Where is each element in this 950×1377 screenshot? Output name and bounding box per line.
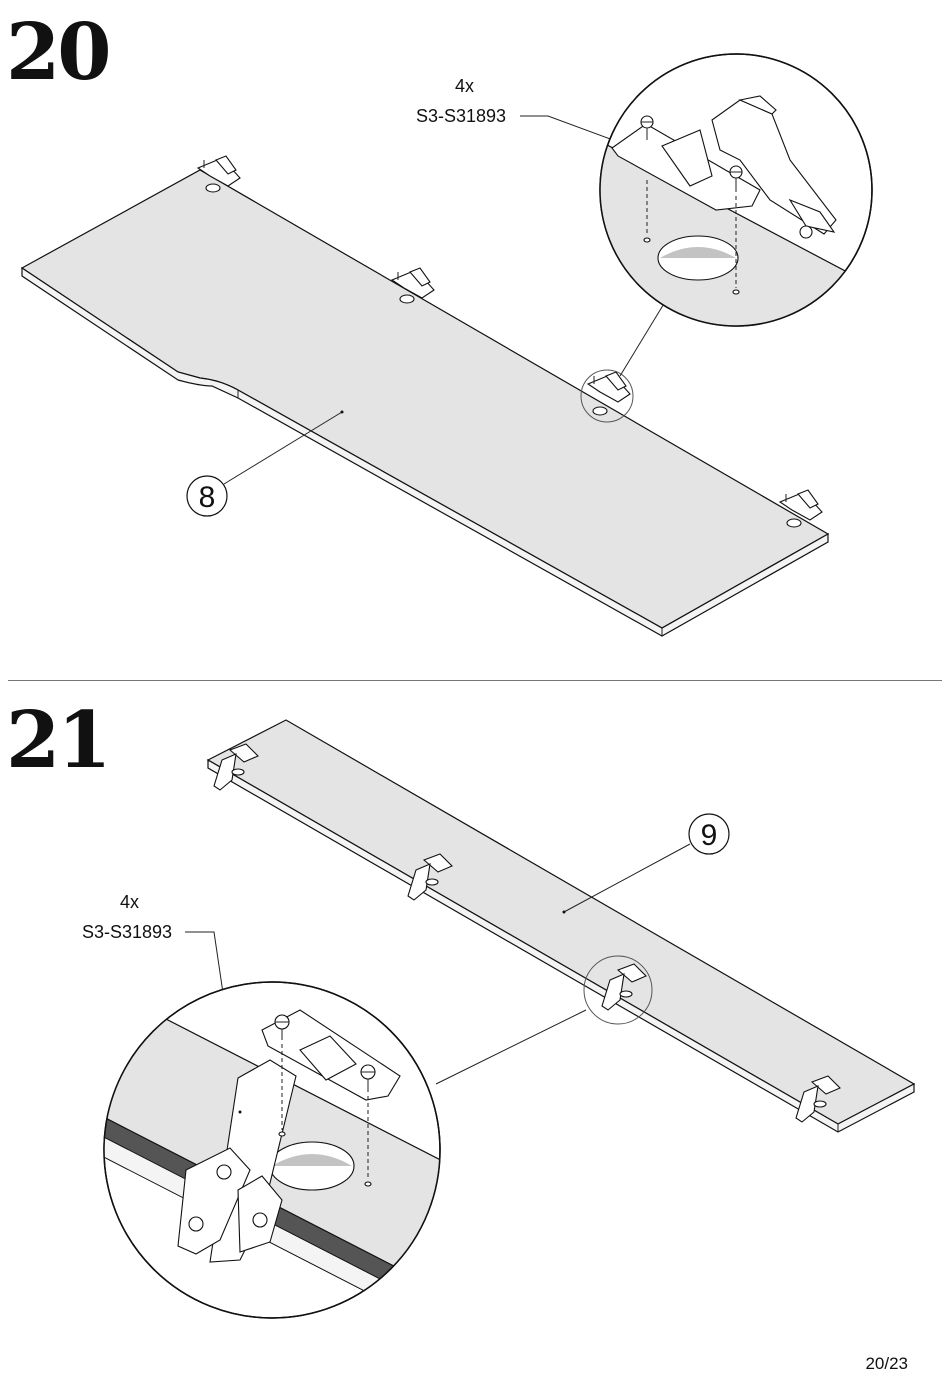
step-21-zoom-connector [436,1010,586,1084]
step-20-detail-zoom [560,54,900,400]
step-20-callout-number: 8 [199,481,216,514]
step-21-detail-zoom [90,980,460,1340]
step-20-zoom-connector [620,302,665,376]
step-21-callout-number: 9 [701,819,718,852]
